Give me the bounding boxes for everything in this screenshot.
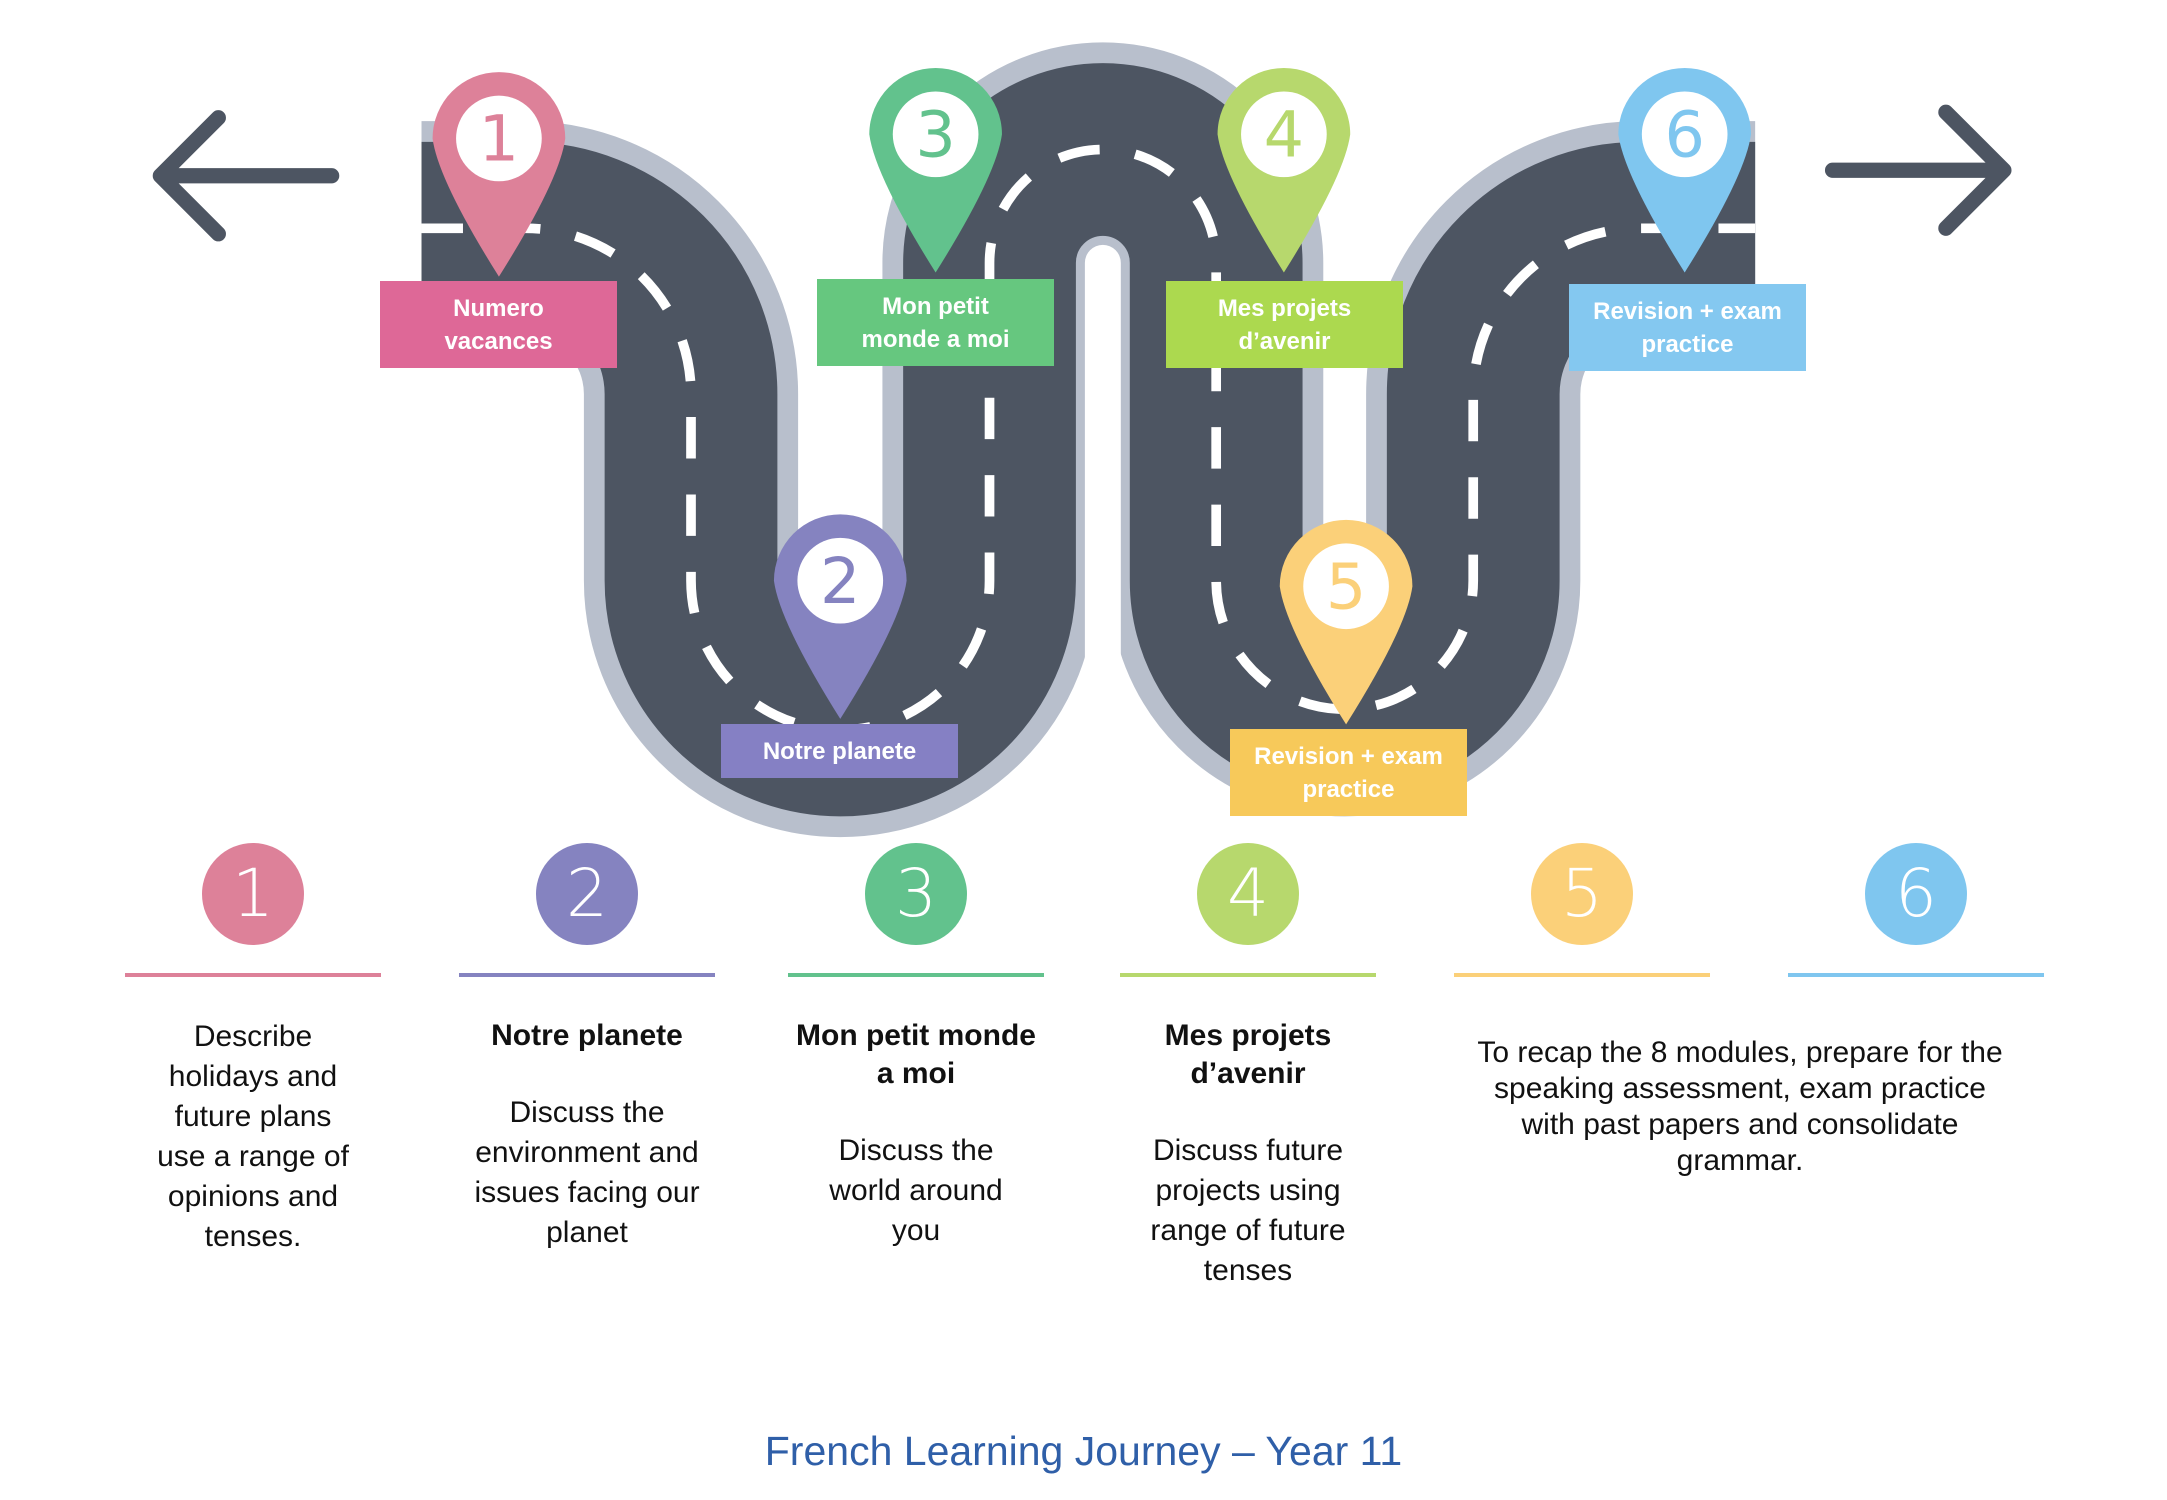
step-title: Notre planete xyxy=(491,1019,683,1052)
pin-number: 6 xyxy=(1664,97,1704,171)
step-number-badge: 4 xyxy=(1197,843,1299,945)
pin-inner-circle xyxy=(1303,543,1389,630)
step-number-badge: 1 xyxy=(202,843,304,945)
map-pin-5: 5 xyxy=(1279,519,1413,725)
pin-inner-circle xyxy=(456,95,542,182)
step-6: 6 xyxy=(1786,843,2046,977)
pin-number: 2 xyxy=(820,544,860,618)
arrow-right-icon[interactable] xyxy=(1824,104,2012,236)
step-number-badge: 6 xyxy=(1865,843,1967,945)
arrow-left-icon[interactable] xyxy=(152,110,340,242)
map-pin-4: 4 xyxy=(1217,67,1351,273)
step-divider xyxy=(459,973,715,977)
road-center-line xyxy=(421,144,1756,735)
pin-inner-circle xyxy=(1241,91,1327,178)
step-divider xyxy=(1788,973,2044,977)
pin-label-text: Notre planete xyxy=(762,737,917,765)
pin-number: 5 xyxy=(1326,549,1366,623)
pin-inner-circle xyxy=(1641,91,1728,178)
step-divider xyxy=(1454,973,1710,977)
step-title: Mes projets d’avenir xyxy=(1164,1019,1332,1090)
pin-number: 3 xyxy=(915,97,955,171)
map-pin-1: 1 xyxy=(432,72,566,277)
pin-inner-circle xyxy=(797,537,884,624)
road-median-gap xyxy=(1084,244,1121,719)
step-number-badge: 3 xyxy=(865,843,967,945)
map-pin-2: 2 xyxy=(773,514,907,719)
step-title: Mon petit monde a moi xyxy=(796,1019,1036,1090)
pin-inner-circle xyxy=(892,91,979,178)
pin-label-2: Notre planete xyxy=(721,724,958,778)
step-number-badge: 2 xyxy=(536,843,638,945)
step-5: 5 xyxy=(1452,843,1712,977)
map-pin-6: 6 xyxy=(1618,67,1752,273)
pins-layer: 1 2 3 4 5 6 xyxy=(432,67,1752,725)
step-number-badge: 5 xyxy=(1531,843,1633,945)
page-title: French Learning Journey – Year 11 xyxy=(764,1428,1403,1474)
step-divider xyxy=(1120,973,1376,977)
step-divider xyxy=(788,973,1044,977)
pin-number: 4 xyxy=(1264,97,1304,171)
map-pin-3: 3 xyxy=(869,67,1002,273)
pin-number: 1 xyxy=(479,102,519,176)
step-divider xyxy=(125,973,381,977)
